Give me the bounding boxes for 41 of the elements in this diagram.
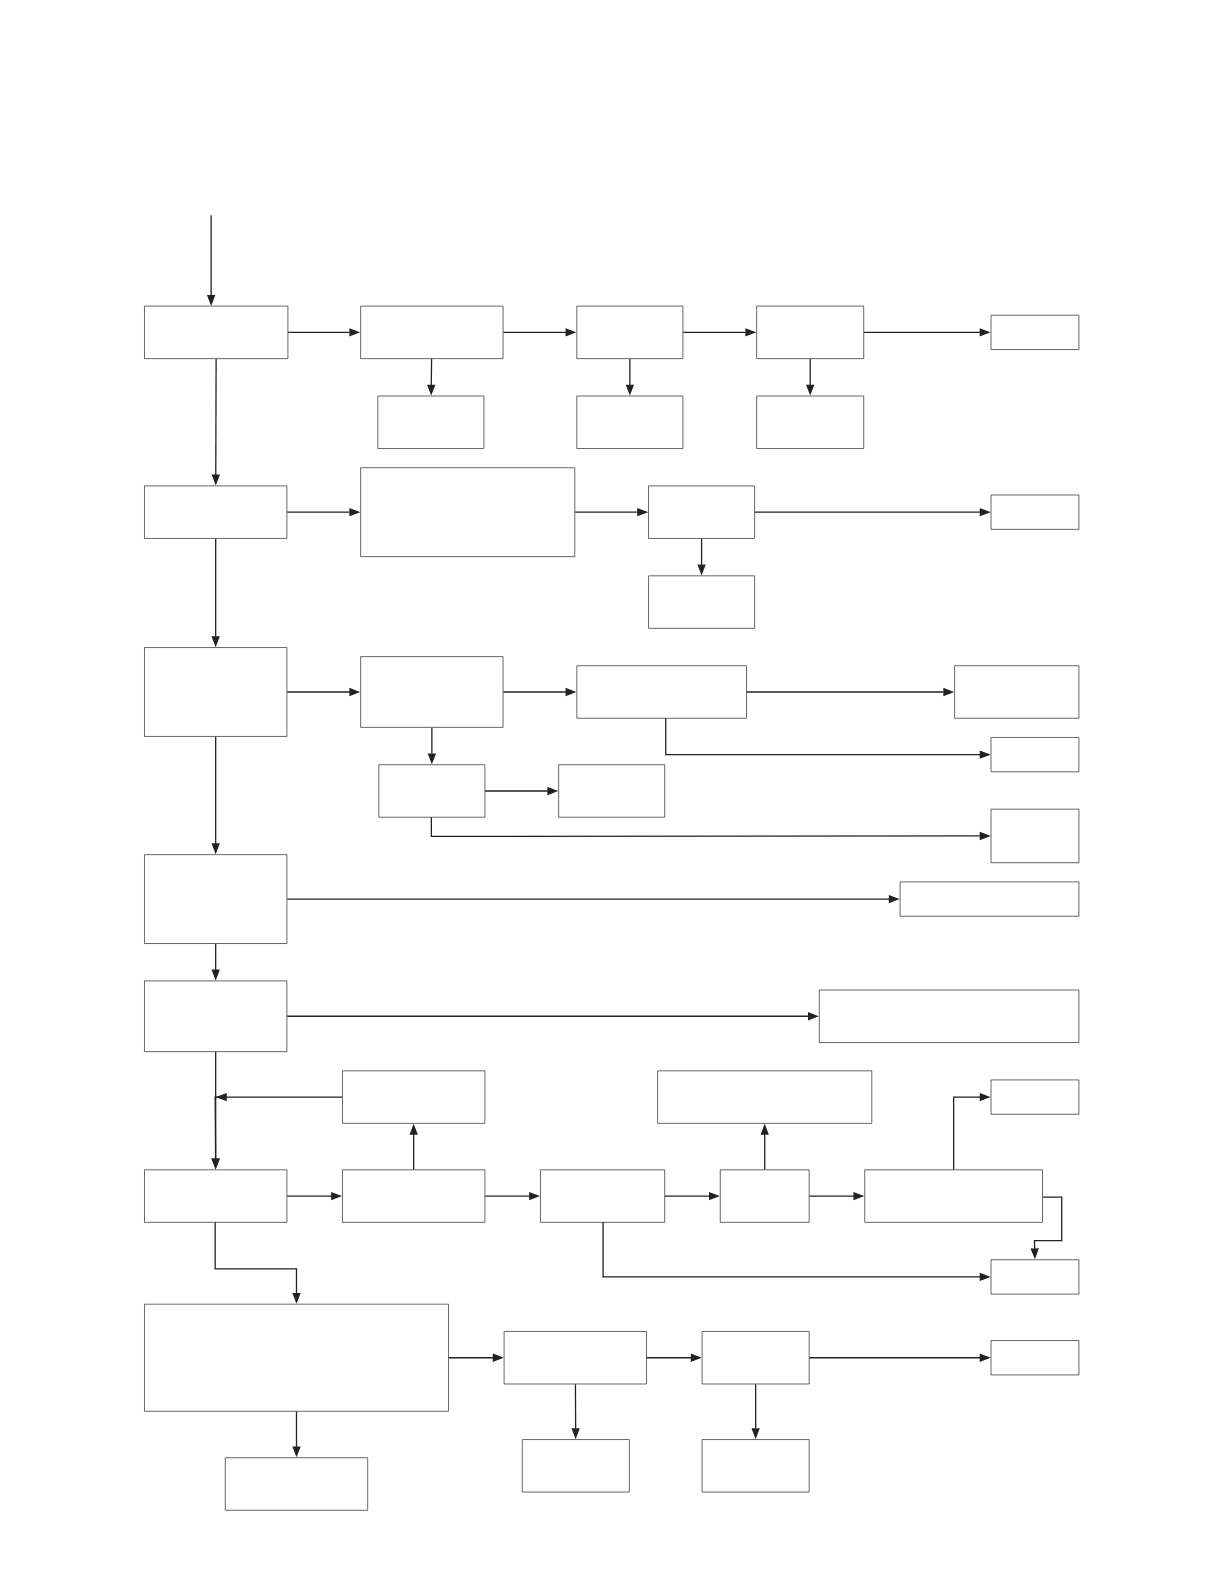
process-box	[540, 1169, 665, 1223]
process-box	[990, 1259, 1080, 1295]
process-box	[503, 1331, 647, 1385]
process-box	[648, 485, 755, 539]
process-box	[756, 305, 864, 359]
process-box	[360, 467, 575, 557]
process-box	[144, 647, 288, 737]
process-box	[360, 305, 504, 359]
process-box	[144, 485, 288, 539]
process-box	[719, 1169, 810, 1223]
process-box	[701, 1331, 810, 1385]
process-box	[521, 1439, 630, 1493]
process-box	[144, 980, 288, 1052]
process-box	[360, 656, 504, 728]
process-box	[818, 989, 1080, 1043]
process-box	[377, 395, 485, 449]
process-box	[657, 1070, 872, 1124]
process-box	[576, 665, 747, 719]
process-box	[576, 395, 684, 449]
process-box	[864, 1169, 1043, 1223]
process-box	[701, 1439, 810, 1493]
process-box	[954, 665, 1080, 719]
process-box	[899, 881, 1080, 917]
process-box	[990, 314, 1080, 350]
process-box	[990, 1340, 1080, 1376]
process-box	[648, 575, 755, 629]
process-box	[990, 494, 1080, 530]
process-box	[224, 1457, 368, 1511]
process-box	[378, 764, 486, 818]
process-box	[576, 305, 684, 359]
process-box	[342, 1169, 486, 1223]
process-box	[558, 764, 665, 818]
process-box	[144, 305, 289, 359]
process-box	[990, 737, 1080, 773]
process-box	[990, 1079, 1080, 1115]
process-box	[342, 1070, 486, 1124]
process-box	[990, 808, 1080, 863]
process-box	[144, 854, 288, 944]
process-box	[756, 395, 864, 449]
process-box	[144, 1169, 288, 1223]
process-box	[144, 1303, 449, 1412]
